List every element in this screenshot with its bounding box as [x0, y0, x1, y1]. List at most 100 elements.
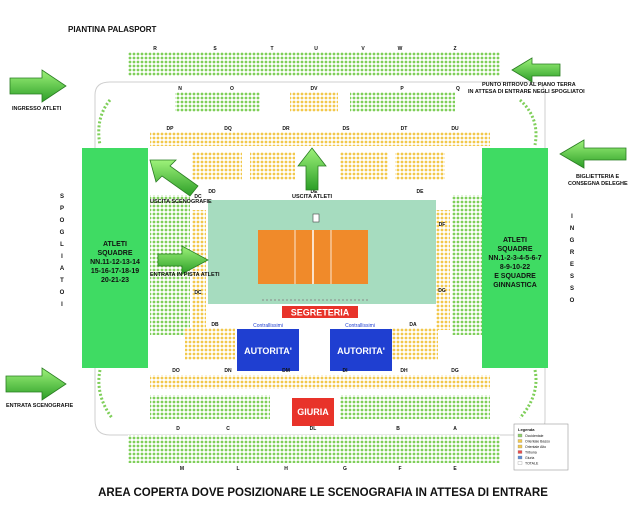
giuria-label: GIURIA: [297, 407, 329, 417]
spogliatoi-vertical-label: SPOGLIATOI: [60, 194, 65, 308]
sector-label-lower: A: [453, 426, 457, 432]
left-curve-seats: [97, 99, 112, 146]
arrow-entrata-scenografie: [5, 367, 67, 401]
uscita-scenografie-label: USCITA SCENOGRAFIE: [150, 199, 212, 205]
vertical-letter: T: [60, 278, 64, 284]
left-panel-line: NN.11-12-13-14: [90, 259, 140, 266]
sector-label-lower-mid: DH: [400, 368, 408, 374]
vertical-letter: G: [570, 238, 575, 244]
vertical-letter: I: [571, 214, 573, 220]
sector-label-inner-top: DT: [401, 126, 408, 132]
vertical-letter: O: [60, 218, 65, 224]
sector-label-bottom: L: [236, 466, 239, 472]
sector-label-inner-top: DR: [282, 126, 290, 132]
sector-label-lower-mid: DG: [451, 368, 459, 374]
sector-label-lower: DL: [310, 426, 317, 432]
punto-ritrovo-label-2: IN ATTESA DI ENTRARE NEGLI SPOGLIATOI: [468, 89, 585, 95]
vertical-letter: I: [61, 302, 63, 308]
lower-mid-seating: [150, 375, 490, 389]
legend-label: Orientale Alto: [525, 445, 546, 449]
contrallissimi-right-label: Contrallissimi: [345, 323, 375, 329]
right-low-curve-seats: [518, 369, 538, 419]
ingresso-atleti-label: INGRESSO ATLETI: [12, 106, 62, 112]
legend-swatch: [517, 461, 523, 465]
left-panel-text: ATLETISQUADRENN.11-12-13-1415-16-17-18-1…: [90, 241, 140, 284]
right-panel-line: E SQUADRE: [494, 273, 536, 280]
arrow-punto-ritrovo: [511, 57, 561, 83]
lower-inner-seating: [185, 328, 438, 360]
sector-label-bottom: F: [398, 466, 401, 472]
upper-seating: [175, 92, 455, 112]
sector-label-inner-top: DP: [167, 126, 175, 132]
autorita-right-box: [330, 329, 392, 371]
left-panel-line: 20-21-23: [101, 277, 129, 284]
vertical-letter: N: [570, 226, 574, 232]
left-panel-line: ATLETI: [103, 241, 127, 248]
vertical-letter: S: [570, 274, 574, 280]
sector-label-side: DC: [194, 290, 202, 296]
sector-label-lower: C: [226, 426, 230, 432]
right-panel-line: 8-9-10-22: [500, 264, 530, 271]
sector-label-bottom: G: [343, 466, 347, 472]
sector-label-top: Z: [453, 46, 456, 52]
vertical-letter: G: [60, 230, 65, 236]
left-athletes-area: [82, 148, 148, 368]
biglietteria-label-1: BIGLIETTERIA E: [576, 174, 620, 180]
sector-label-inner-top: DQ: [224, 126, 232, 132]
sector-label-lower-mid: DI: [343, 368, 349, 374]
sector-label-side: DG: [438, 288, 446, 294]
vertical-letter: I: [61, 254, 63, 260]
ingresso-vertical-label: INGRESSO: [570, 214, 575, 304]
segreteria-label: SEGRETERIA: [291, 308, 350, 318]
arrow-uscita-scenografie: [149, 159, 199, 197]
punto-ritrovo-label-1: PUNTO RITROVO AL PIANO TERRA: [482, 82, 576, 88]
uscita-atleti-label: USCITA ATLETI: [292, 194, 332, 200]
legend-label: Tribuna: [525, 451, 537, 455]
sector-label-upper: DV: [311, 86, 319, 92]
contrallissimi-left-label: Contrallissimi: [253, 323, 283, 329]
lower-seating: [150, 395, 490, 419]
referee-stand: [312, 213, 320, 223]
svg-text:Legenda: Legenda: [518, 427, 535, 432]
sector-label-lower-inner: DB: [211, 322, 219, 328]
legend-label: TOTALE: [525, 462, 539, 466]
giuria-box: [292, 398, 334, 426]
sector-label-top: U: [314, 46, 318, 52]
sector-label-lower: D: [176, 426, 180, 432]
arrow-entrata-pista: [157, 245, 209, 275]
sector-label-inner-top: DS: [343, 126, 351, 132]
inner-top-seating: [150, 132, 490, 146]
autorita-left-label: AUTORITA': [244, 346, 292, 356]
left-panel-line: SQUADRE: [97, 250, 132, 257]
sector-label-top: R: [153, 46, 157, 52]
right-curve-seats: [518, 98, 538, 146]
sector-label-side: DC: [194, 194, 202, 200]
entrata-scenografie-label: ENTRATA SCENOGRAFIE: [6, 403, 73, 409]
right-panel-line: SQUADRE: [497, 246, 532, 253]
sector-label-inner-mid: DD: [208, 189, 216, 195]
legend-swatch: [517, 450, 523, 454]
vertical-letter: P: [60, 206, 64, 212]
right-side-seating: [436, 195, 482, 335]
legend-swatch: [517, 433, 523, 438]
sector-label-upper: Q: [456, 86, 460, 92]
sector-label-lower-mid: DN: [224, 368, 232, 374]
legend-label: Orientale Basso: [525, 440, 550, 444]
vertical-letter: S: [60, 194, 64, 200]
sector-label-top: S: [213, 46, 217, 52]
segreteria-box: [282, 306, 358, 318]
vertical-letter: S: [570, 286, 574, 292]
right-panel-text: ATLETISQUADRENN.1-2-3-4-5-6-78-9-10-22E …: [488, 237, 541, 289]
sector-label-lower-mid: DO: [172, 368, 180, 374]
right-panel-line: GINNASTICA: [493, 282, 537, 289]
sector-label-upper: O: [230, 86, 234, 92]
vertical-letter: E: [570, 262, 574, 268]
sector-label-bottom: E: [453, 466, 457, 472]
autorita-left-box: [237, 329, 299, 371]
legend-swatch: [517, 439, 523, 443]
sector-label-inner-top: DU: [451, 126, 459, 132]
arrow-uscita-atleti: [297, 147, 327, 191]
autorita-right-label: AUTORITA': [337, 346, 385, 356]
left-low-curve-seats: [97, 369, 114, 419]
